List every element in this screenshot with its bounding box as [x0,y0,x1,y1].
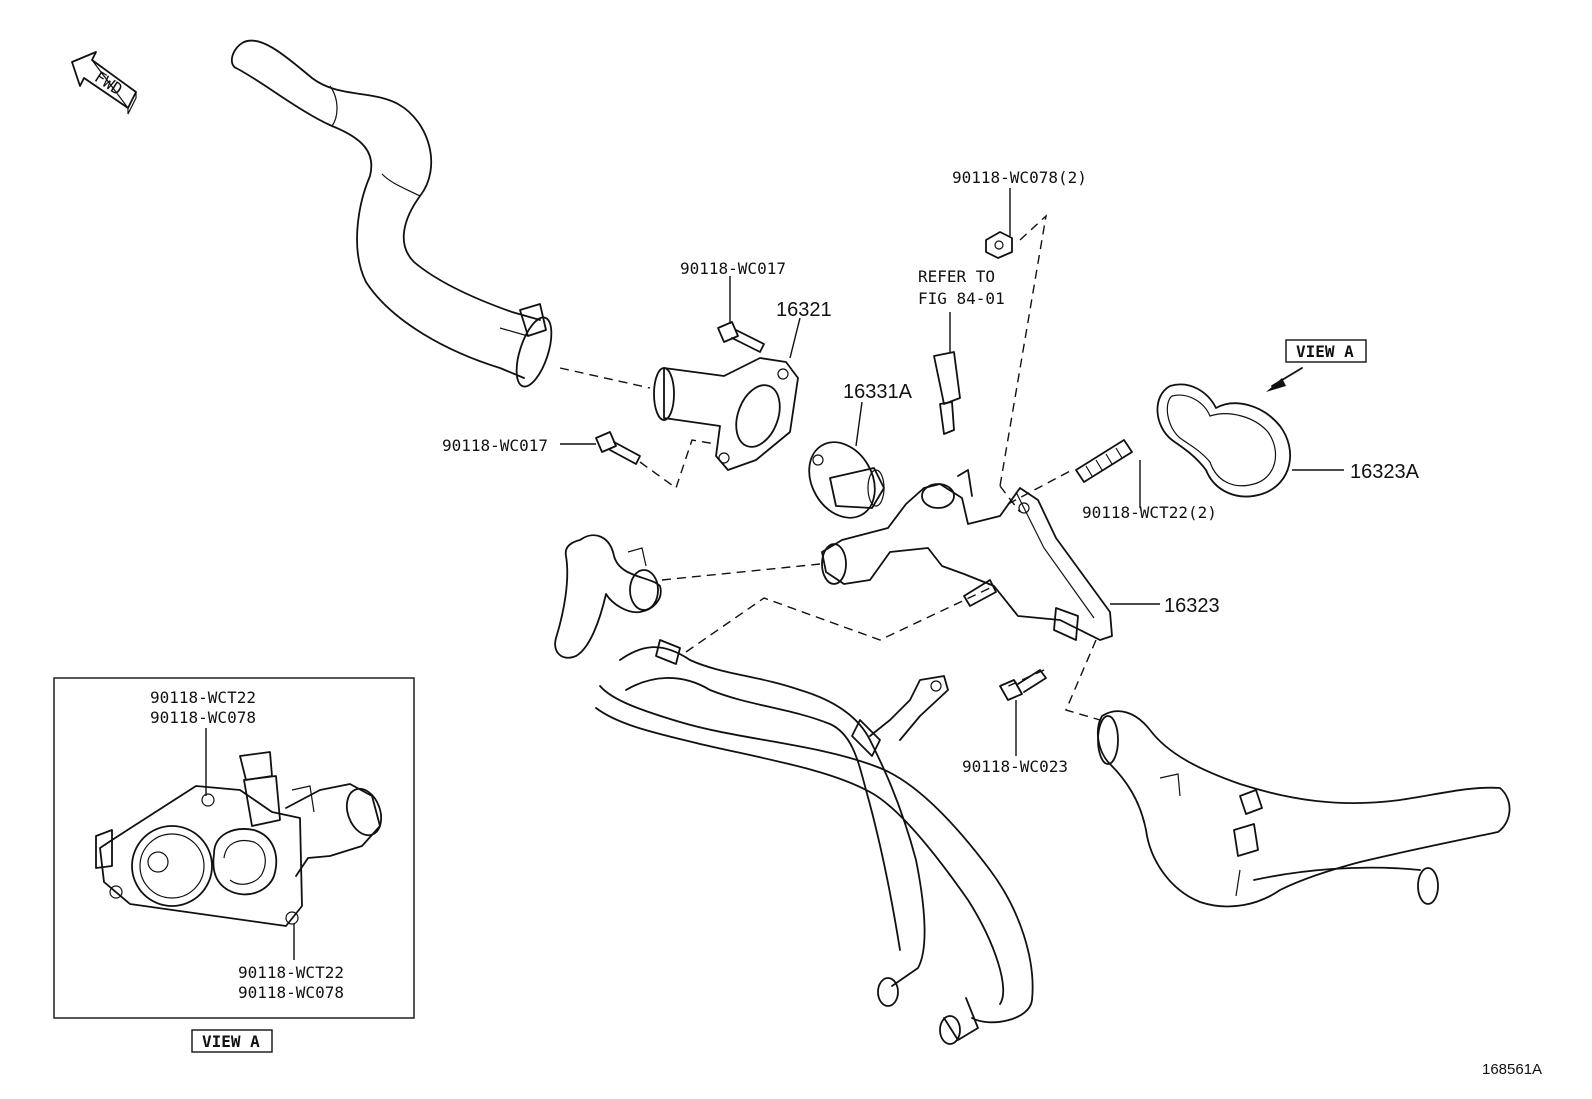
view-a-tag-top-label: VIEW A [1296,342,1354,361]
inset-top-label-1: 90118-WCT22 [150,688,256,707]
water-inlet-housing [821,469,1113,641]
bolt-top [717,321,765,353]
callout-thermostat: 16331A [843,381,913,403]
heater-pipes [595,639,1034,1045]
bolt-lower [999,669,1047,701]
inset-bottom-label-2: 90118-WC078 [238,983,344,1002]
figure-id: 168561A [1482,1061,1542,1078]
temperature-sensor [933,351,961,435]
view-a-arrow-icon [1266,367,1303,392]
refer-note-line1: REFER TO [918,267,995,286]
callout-nut: 90118-WC078(2) [952,168,1087,187]
view-a-tag-top: VIEW A [1285,339,1367,363]
leader-lines [560,188,1344,756]
upper-hose [230,39,553,388]
callout-outlet: 16321 [776,299,832,321]
assembly-lines [559,214,1101,721]
fwd-arrow-icon: FWD [71,51,137,115]
inset-view-a: 90118-WCT22 90118-WC078 90118-WCT22 9011… [53,677,415,1019]
view-a-tag-bottom-label: VIEW A [202,1032,260,1051]
water-outlet [653,357,799,471]
callout-gasket: 16323A [1350,461,1420,483]
gasket [1156,383,1291,498]
view-a-tag-bottom: VIEW A [191,1029,273,1053]
bolt-left [595,431,641,465]
refer-note-line2: FIG 84-01 [918,289,1005,308]
callout-bolt-left: 90118-WC017 [442,436,548,455]
lower-hose [1096,710,1511,908]
callout-housing: 16323 [1164,595,1220,617]
inset-bottom-label-1: 90118-WCT22 [238,963,344,982]
bypass-hose [554,534,662,659]
inset-top-label-2: 90118-WC078 [150,708,256,727]
fwd-label: FWD [91,67,126,99]
callout-stud: 90118-WCT22(2) [1082,503,1217,522]
thermostat [808,441,885,519]
nut [985,231,1013,259]
callout-bolt-top: 90118-WC017 [680,259,786,278]
stud [1075,439,1133,483]
callout-bolt-lower: 90118-WC023 [962,757,1068,776]
